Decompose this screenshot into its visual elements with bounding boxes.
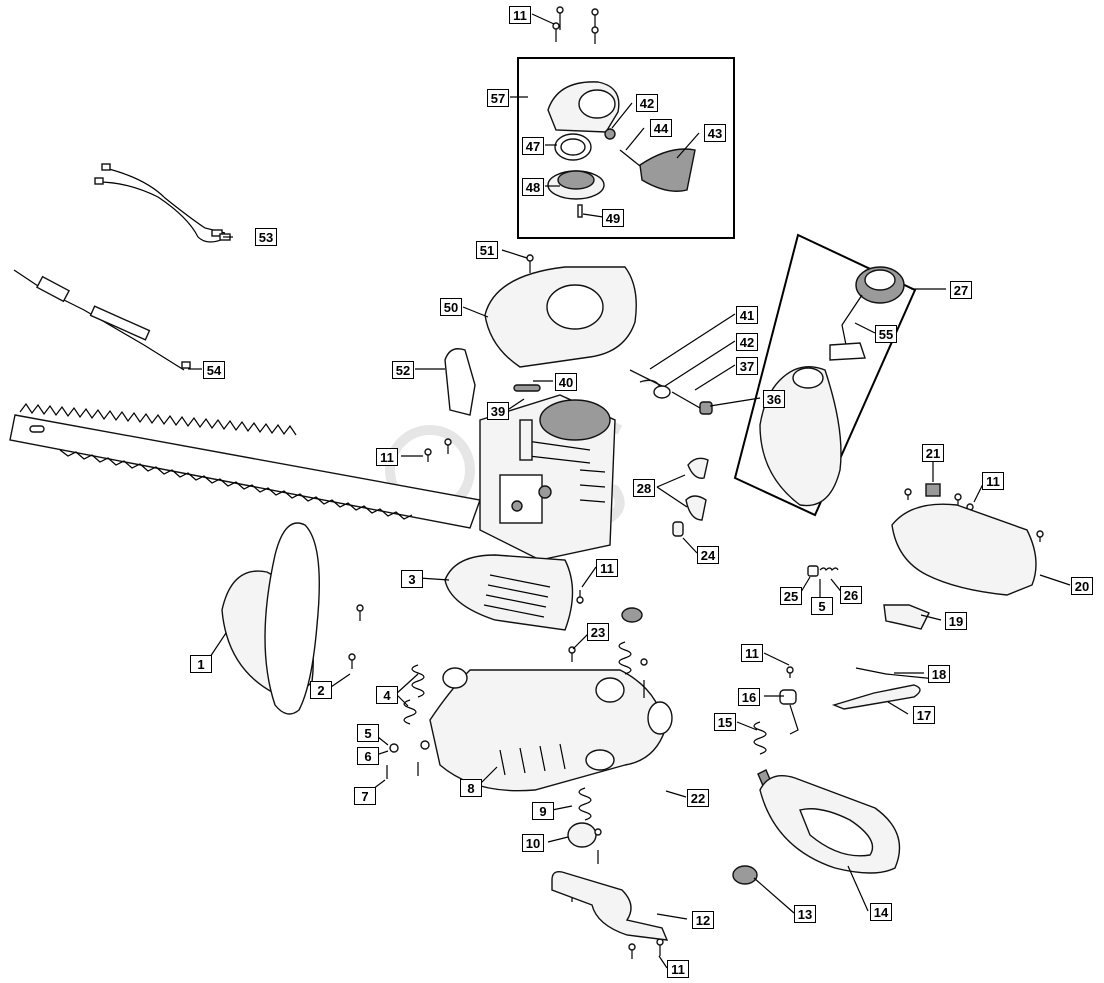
brace-plate	[551, 870, 669, 941]
callout-11: 11	[596, 559, 618, 577]
wire-harness-54	[13, 269, 191, 371]
callout-1: 1	[190, 655, 212, 673]
screws	[348, 6, 1044, 959]
engine-assembly	[479, 394, 616, 561]
callout-9: 9	[532, 802, 554, 820]
callout-22: 22	[687, 789, 709, 807]
callout-15: 15	[714, 713, 736, 731]
callout-23: 23	[587, 623, 609, 641]
callout-19: 19	[945, 612, 967, 630]
callout-25: 25	[780, 587, 802, 605]
rear-handle-housing	[891, 503, 1037, 596]
callout-20: 20	[1071, 577, 1093, 595]
callout-42: 42	[736, 333, 758, 351]
lower-housing	[429, 667, 673, 792]
misc-parts	[513, 369, 941, 885]
callout-54: 54	[203, 361, 225, 379]
callout-36: 36	[763, 390, 785, 408]
callout-11: 11	[376, 448, 398, 466]
engine-cover	[444, 266, 637, 416]
callout-57: 57	[487, 89, 509, 107]
callout-43: 43	[704, 124, 726, 142]
callout-41: 41	[736, 306, 758, 324]
grip-handle	[759, 775, 901, 874]
wire-harness-53	[94, 163, 231, 243]
front-cover	[444, 554, 574, 631]
cutting-blade	[9, 402, 481, 529]
callout-26: 26	[840, 586, 862, 604]
recoil-starter-frame	[517, 57, 735, 239]
callout-42: 42	[636, 94, 658, 112]
callout-52: 52	[392, 361, 414, 379]
callout-51: 51	[476, 241, 498, 259]
callout-10: 10	[522, 834, 544, 852]
callout-7: 7	[354, 787, 376, 805]
callout-13: 13	[794, 905, 816, 923]
callout-5: 5	[357, 724, 379, 742]
callout-21: 21	[922, 444, 944, 462]
callout-48: 48	[522, 178, 544, 196]
callout-4: 4	[376, 686, 398, 704]
callout-55: 55	[875, 325, 897, 343]
callout-2: 2	[310, 681, 332, 699]
leader-lines	[188, 13, 1071, 969]
callout-14: 14	[870, 903, 892, 921]
callout-17: 17	[913, 706, 935, 724]
callout-11: 11	[982, 472, 1004, 490]
callout-16: 16	[738, 688, 760, 706]
recoil-starter-parts	[547, 81, 696, 218]
callout-8: 8	[460, 779, 482, 797]
callout-37: 37	[736, 357, 758, 375]
callout-44: 44	[650, 119, 672, 137]
callout-24: 24	[697, 546, 719, 564]
callout-5: 5	[811, 597, 833, 615]
callout-12: 12	[692, 911, 714, 929]
callout-50: 50	[440, 298, 462, 316]
callout-3: 3	[401, 570, 423, 588]
callout-11: 11	[741, 644, 763, 662]
callout-6: 6	[357, 747, 379, 765]
front-handle	[221, 522, 320, 715]
callout-11: 11	[667, 960, 689, 978]
callout-49: 49	[602, 209, 624, 227]
callout-27: 27	[950, 281, 972, 299]
callout-28: 28	[633, 479, 655, 497]
callout-47: 47	[522, 137, 544, 155]
callout-39: 39	[487, 402, 509, 420]
callout-11: 11	[509, 6, 531, 24]
callout-18: 18	[928, 665, 950, 683]
fuel-tank-parts	[759, 266, 905, 507]
callout-53: 53	[255, 228, 277, 246]
callout-40: 40	[555, 373, 577, 391]
